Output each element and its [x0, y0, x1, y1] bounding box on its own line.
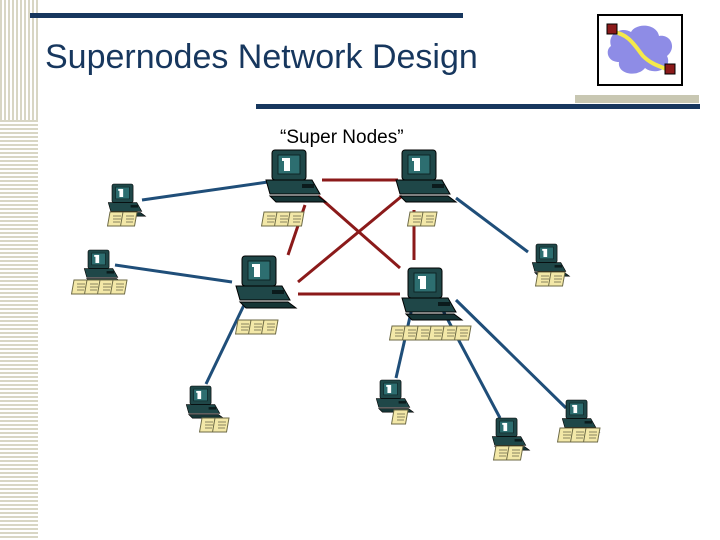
peer-links	[114, 180, 568, 419]
peer-computer	[107, 183, 146, 217]
network-cloud-logo-icon	[597, 14, 683, 86]
supernode-computer	[395, 149, 457, 203]
file-group	[235, 319, 279, 335]
top-rule	[30, 13, 463, 18]
link-peer-left-mid	[114, 263, 233, 284]
file-group	[261, 211, 305, 227]
accent-rule-light	[575, 95, 699, 103]
file-group	[389, 325, 472, 341]
link-peer-bottom-left	[204, 304, 246, 385]
title-underline-rule	[256, 104, 700, 109]
supernode-computer	[235, 255, 297, 309]
supernode-computer	[401, 267, 463, 321]
slide-title: Supernodes Network Design	[45, 38, 478, 76]
link-peer-bottom-center	[394, 307, 414, 379]
file-group	[557, 427, 601, 443]
link-peer-left-top	[141, 180, 269, 202]
decorative-top-stripes	[0, 0, 38, 120]
peer-computer	[375, 379, 414, 413]
peer-computer	[531, 243, 570, 277]
link-peer-bottom-mid-right	[438, 304, 502, 419]
file-group	[407, 211, 438, 227]
supernode-computer	[265, 149, 327, 203]
file-group	[107, 211, 138, 227]
peer-computer	[561, 399, 600, 433]
file-group	[391, 409, 409, 425]
link-peer-bottom-right	[454, 298, 568, 410]
file-group	[199, 417, 230, 433]
peer-computer	[185, 385, 224, 419]
supernodes-caption: “Super Nodes”	[280, 127, 404, 148]
file-group	[535, 271, 566, 287]
link-sn-tr-sn-ml	[297, 194, 403, 284]
file-group	[493, 445, 524, 461]
link-peer-right-top	[455, 196, 529, 254]
file-group	[71, 279, 128, 295]
peer-computer	[491, 417, 530, 451]
